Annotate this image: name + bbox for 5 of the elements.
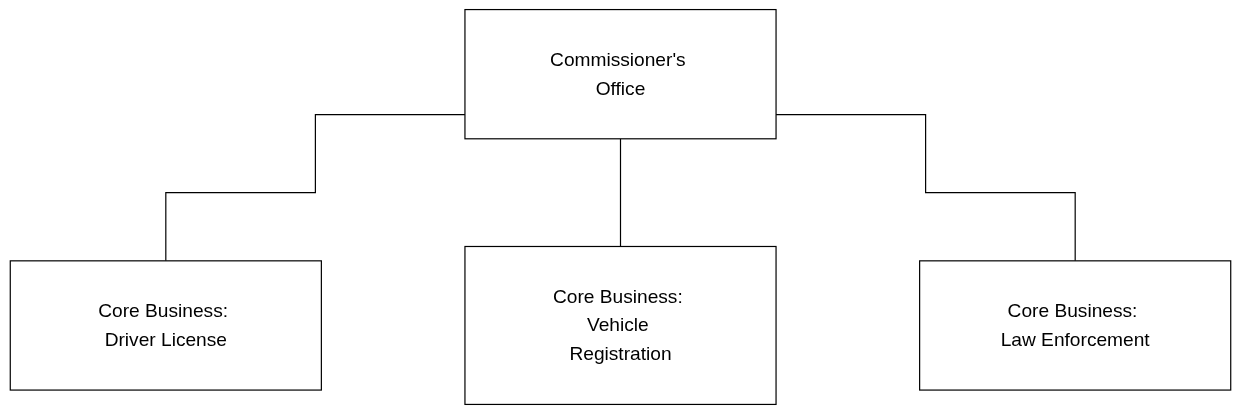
node-box: Core Business: Vehicle Registration	[464, 245, 777, 406]
node-box: Core Business: Law Enforcement	[919, 260, 1232, 391]
connector	[619, 138, 622, 248]
node-box: Commissioner's Office	[464, 8, 777, 140]
node-box: Core Business: Driver License	[9, 260, 322, 391]
